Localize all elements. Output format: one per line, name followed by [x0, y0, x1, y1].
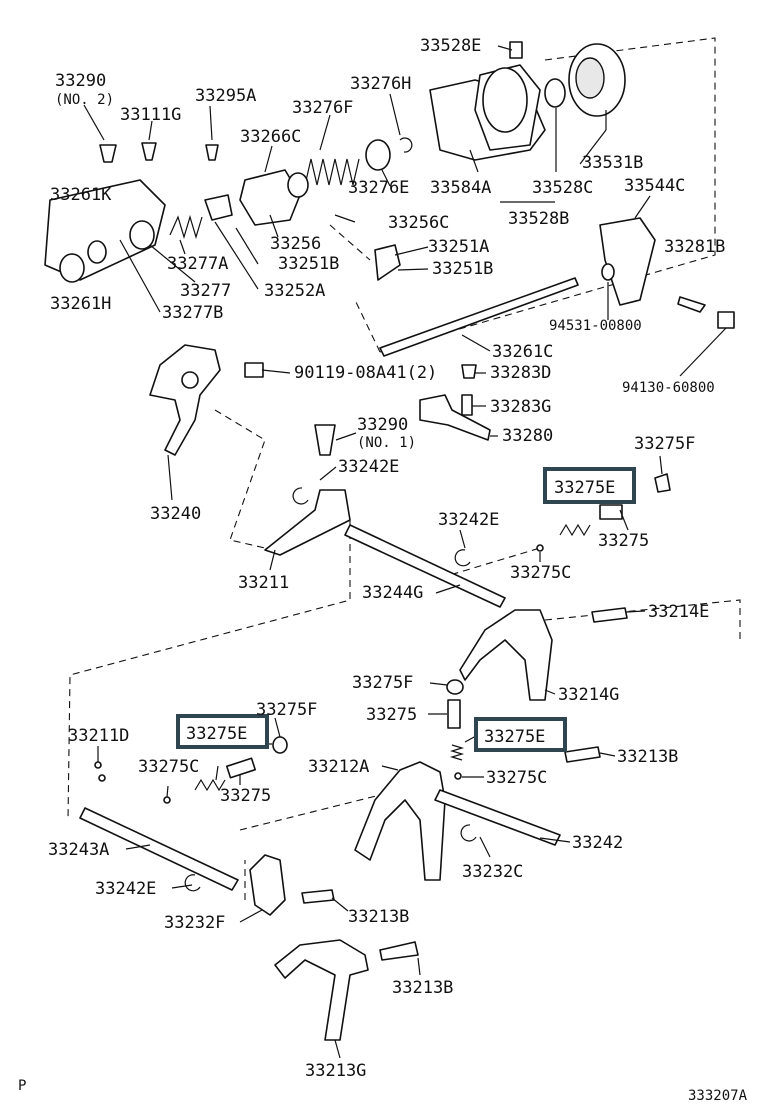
callout-c39: 33240	[150, 504, 201, 524]
callout-c27: 94531-00800	[549, 318, 642, 334]
callout-c52: 33275E	[484, 727, 545, 747]
callout-c26: 33277B	[162, 303, 223, 323]
callout-c1: 33528E	[420, 36, 481, 56]
callout-c7: 33276F	[292, 98, 353, 118]
callout-c47: 33214G	[558, 685, 619, 705]
callout-c24: 33252A	[264, 281, 325, 301]
callout-c38: 33275E	[554, 478, 615, 498]
callout-c65: 33213G	[305, 1061, 366, 1081]
footer-figure-number: 333207A	[688, 1088, 748, 1104]
callout-c12: 33528C	[532, 178, 593, 198]
callout-c37: 33242E	[338, 457, 399, 477]
callout-c45: 33214E	[648, 602, 709, 622]
callout-c44: 33244G	[362, 583, 423, 603]
callout-c63: 33232F	[164, 913, 225, 933]
callout-c20: 33277A	[167, 254, 228, 274]
callout-c5: 33276H	[350, 74, 411, 94]
callout-c28: 33261C	[492, 342, 553, 362]
callout-c43: 33211	[238, 573, 289, 593]
callout-c10: 33276E	[348, 178, 409, 198]
highlight-box-33275e-left	[176, 714, 269, 749]
callout-c33: 33290	[357, 415, 408, 435]
callout-c9: 33531B	[582, 153, 643, 173]
callout-c17: 33256	[270, 234, 321, 254]
highlight-boxes	[176, 467, 636, 752]
assembly-outlines	[67, 37, 741, 900]
callout-c46: 33275F	[352, 673, 413, 693]
callout-c58: 33242	[572, 833, 623, 853]
callout-c55: 33275C	[138, 757, 199, 777]
callout-c18: 33251A	[428, 237, 489, 257]
callout-c34: (NO. 1)	[357, 435, 416, 451]
callout-c41: 33275	[598, 531, 649, 551]
callout-c64: 33213B	[392, 978, 453, 998]
callout-c56: 33275	[220, 786, 271, 806]
footer-left-mark: P	[18, 1078, 26, 1094]
callout-c42: 33275C	[510, 563, 571, 583]
callout-c62: 33213B	[348, 907, 409, 927]
parts	[44, 41, 735, 1041]
callout-c16: 33256C	[388, 213, 449, 233]
callout-c40: 33242E	[438, 510, 499, 530]
callout-c31: 94130-60800	[622, 380, 715, 396]
callout-c61: 33242E	[95, 879, 156, 899]
callout-c30: 33283D	[490, 363, 551, 383]
callout-c23: 33277	[180, 281, 231, 301]
callout-c14: 33261K	[50, 185, 112, 205]
callout-c29: 90119-08A41(2)	[294, 363, 437, 383]
callout-c54: 33213B	[617, 747, 678, 767]
callout-c13: 33544C	[624, 176, 685, 196]
callout-c49: 33275	[366, 705, 417, 725]
callout-c4: 33295A	[195, 86, 256, 106]
callout-c51: 33275E	[186, 724, 247, 744]
leader-lines	[83, 45, 727, 1059]
callout-c53: 33212A	[308, 757, 369, 777]
callout-c59: 33243A	[48, 840, 109, 860]
callout-c19: 33281B	[664, 237, 725, 257]
callout-c57: 33275C	[486, 768, 547, 788]
callout-c2: 33290	[55, 71, 106, 91]
callout-c32: 33283G	[490, 397, 551, 417]
callout-c21: 33251B	[278, 254, 339, 274]
callout-c15: 33528B	[508, 209, 569, 229]
highlight-box-33275e-right	[543, 467, 636, 504]
callout-c6: 33111G	[120, 105, 181, 125]
callout-c11: 33584A	[430, 178, 491, 198]
callout-c25: 33261H	[50, 294, 111, 314]
callout-labels: 33528E 33290 (NO. 2) 33295A 33276H 33111…	[48, 36, 725, 1081]
highlight-box-33275e-center	[474, 717, 567, 752]
callout-c50: 33211D	[68, 726, 129, 746]
callout-c3: (NO. 2)	[55, 92, 114, 108]
callout-c48: 33275F	[256, 700, 317, 720]
callout-c35: 33280	[502, 426, 553, 446]
callout-c22: 33251B	[432, 259, 493, 279]
callout-c60: 33232C	[462, 862, 523, 882]
callout-c8: 33266C	[240, 127, 301, 147]
callout-c36: 33275F	[634, 434, 695, 454]
